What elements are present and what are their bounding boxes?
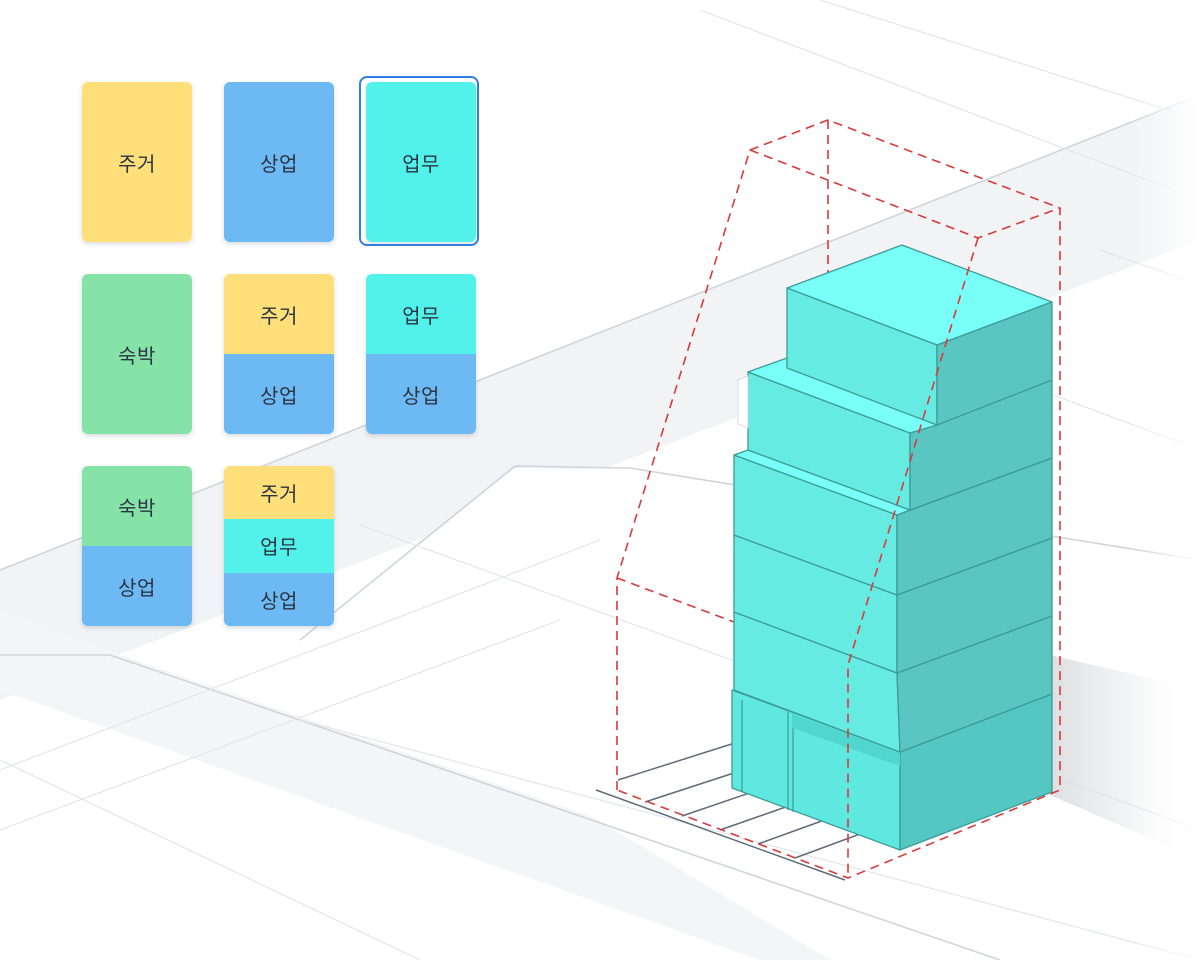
use-card-label: 상업 xyxy=(224,82,334,242)
setback-envelope xyxy=(616,119,1061,879)
use-card-label: 주거 xyxy=(224,466,334,520)
use-card-label: 상업 xyxy=(366,354,476,434)
use-card-label: 숙박 xyxy=(82,274,192,434)
wall-notch xyxy=(737,375,749,429)
use-card-label: 업무 xyxy=(366,274,476,354)
use-card-2[interactable]: 상업 xyxy=(224,82,334,242)
use-card-label: 상업 xyxy=(224,572,334,626)
use-card-1[interactable]: 주거 xyxy=(82,82,192,242)
use-card-label: 업무 xyxy=(366,82,476,242)
floor-6-right xyxy=(936,301,1053,426)
use-card-label: 숙박 xyxy=(82,466,192,546)
fade-overlay xyxy=(1130,0,1200,960)
use-card-label: 상업 xyxy=(82,546,192,626)
use-card-label: 주거 xyxy=(224,274,334,354)
use-card-label: 업무 xyxy=(224,519,334,573)
building[interactable] xyxy=(731,244,1053,851)
use-card-4[interactable]: 숙박 xyxy=(82,274,192,434)
use-card-3[interactable]: 업무 xyxy=(366,82,476,242)
use-card-label: 상업 xyxy=(224,354,334,434)
use-card-label: 주거 xyxy=(82,82,192,242)
